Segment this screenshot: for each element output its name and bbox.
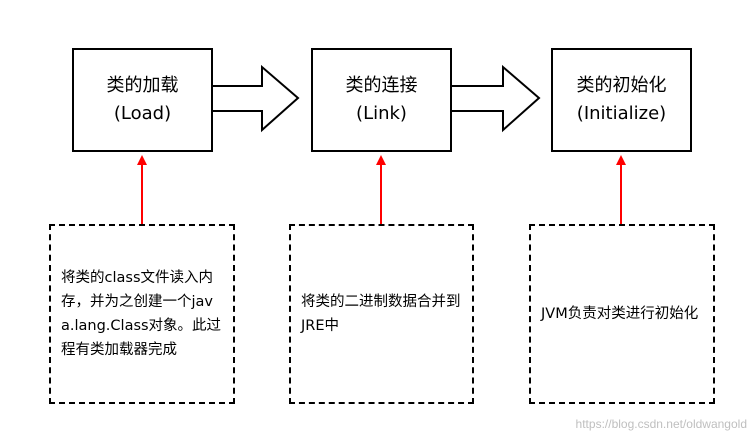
note-link-text: 将类的二进制数据合并到JRE中 (301, 294, 461, 334)
stage-link-subtitle: (Link) (356, 103, 407, 124)
stage-initialize-box: 类的初始化 (Initialize) (551, 48, 692, 152)
note-load-text: 将类的class文件读入内存，并为之创建一个java.lang.Class对象。… (61, 270, 222, 358)
stage-initialize-subtitle: (Initialize) (576, 103, 667, 124)
note-initialize: JVM负责对类进行初始化 (529, 224, 715, 404)
flow-arrow-load-to-link (212, 64, 300, 133)
stage-load-box: 类的加载 (Load) (72, 48, 213, 152)
stage-load-title: 类的加载 (106, 75, 179, 96)
stage-link-box: 类的连接 (Link) (311, 48, 452, 152)
note-initialize-text: JVM负责对类进行初始化 (541, 306, 699, 322)
stage-load-subtitle: (Load) (113, 103, 172, 124)
note-link: 将类的二进制数据合并到JRE中 (289, 224, 474, 404)
stage-link-title: 类的连接 (345, 75, 418, 96)
flow-arrow-link-to-initialize (451, 64, 541, 133)
watermark: https://blog.csdn.net/oldwangold (575, 417, 747, 431)
stage-initialize-title: 类的初始化 (576, 75, 667, 96)
note-load: 将类的class文件读入内存，并为之创建一个java.lang.Class对象。… (49, 224, 235, 404)
